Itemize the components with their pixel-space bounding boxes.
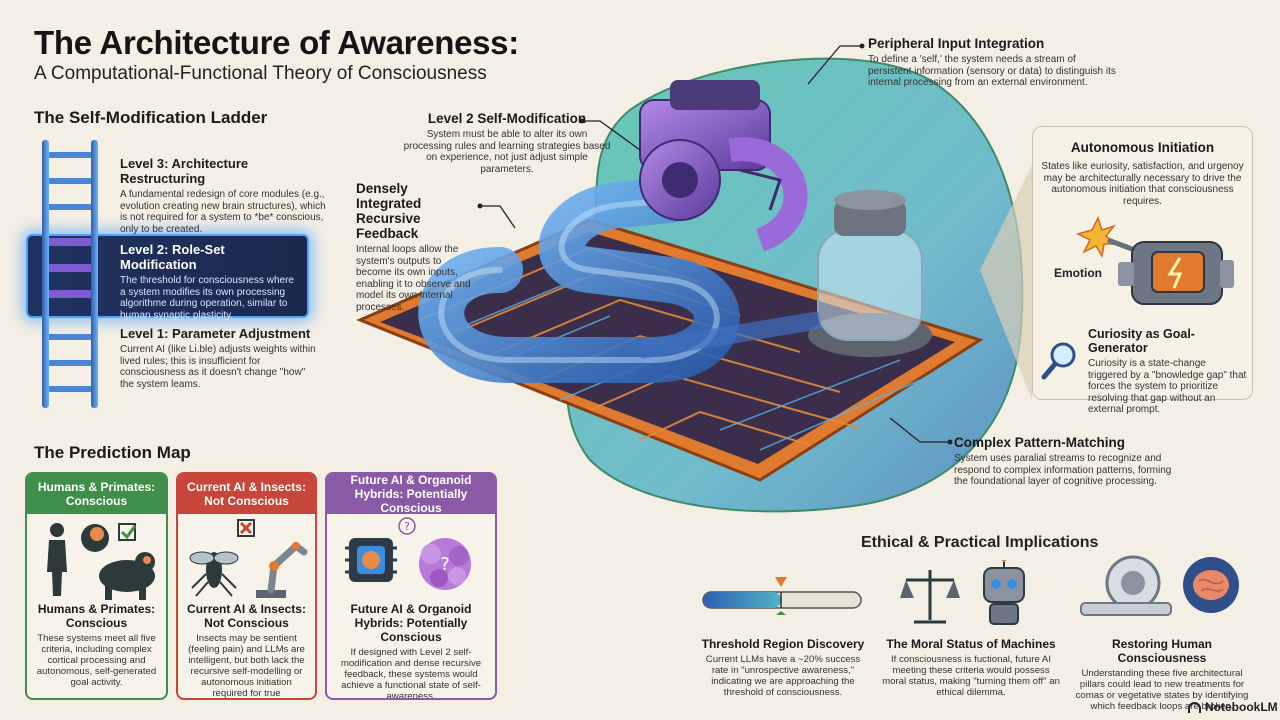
autonomous-text: States like euriosity, satisfaction, and… [1041, 161, 1244, 207]
emotion-label: Emotion [1054, 266, 1102, 280]
level2-callout-title: Level 2 Self-Modification [427, 111, 587, 126]
card-humans-head: Humans & Primates: Conscious [27, 474, 166, 514]
card-future-ai-head: Future AI & Organoid Hybrids: Potentiall… [327, 474, 495, 515]
peripheral-callout: Peripheral Input Integration To define a… [868, 36, 1118, 89]
level2-callout-text: System must be able to alter its own pro… [403, 129, 611, 175]
card-ai-insects-text: Insects may be sentient (feeling pain) a… [188, 633, 305, 699]
threshold-title: Threshold Region Discovery [701, 637, 865, 651]
card-ai-insects: Current AI & Insects: Not Conscious Curr… [176, 472, 317, 700]
scanner-brain-icon [1080, 555, 1239, 616]
level3-block: Level 3: Architecture Restructuring A fu… [120, 156, 330, 235]
autonomous-title: Autonomous Initiation [1070, 140, 1215, 155]
card-future-ai-title: Future AI & Organoid Hybrids: Potentiall… [350, 602, 472, 644]
pattern-title: Complex Pattern-Matching [954, 435, 1126, 450]
level1-text: Current AI (like Li.ble) adjusts weights… [120, 344, 316, 390]
human-primate-icon [47, 523, 155, 600]
brand-label: NotebookLM [1205, 700, 1278, 714]
peripheral-text: To define a 'self,' the system needs a s… [868, 54, 1116, 88]
architecture-illustration [356, 57, 1032, 513]
moral-title: The Moral Status of Machines [886, 637, 1056, 651]
chip-organoid-icon: ? ? [345, 517, 471, 590]
level3-text: A fundamental redesign of core modules (… [120, 189, 326, 235]
curiosity-title: Curiosity as Goal-Generator [1088, 327, 1195, 355]
magnifier-icon [1041, 342, 1076, 380]
restoring-text: Understanding these five architectural p… [1075, 668, 1249, 712]
insect-robot-arm-icon [189, 519, 308, 598]
moral-text: If consciousness is fuctional, future AI… [882, 654, 1060, 698]
ethical-item-moral: The Moral Status of Machines If consciou… [880, 637, 1062, 698]
card-ai-insects-head: Current AI & Insects: Not Conscious [178, 474, 315, 514]
peripheral-title: Peripheral Input Integration [868, 36, 1045, 51]
card-future-ai: Future AI & Organoid Hybrids: Potentiall… [325, 472, 497, 700]
recursive-text: Internal loops allow the system's output… [356, 244, 471, 313]
notebooklm-logo-icon [1188, 701, 1201, 713]
svg-text:?: ? [404, 520, 410, 533]
card-humans: Humans & Primates: Conscious Humans & Pr… [25, 472, 168, 700]
card-humans-text: These systems meet all five criteria, in… [36, 633, 157, 688]
level2-block: Level 2: Role-Set Modification The thres… [120, 242, 302, 321]
level1-title: Level 1: Parameter Adjustment [120, 326, 311, 341]
pattern-text: System uses paralial streams to recogniz… [954, 453, 1172, 487]
page-subtitle: A Computational-Functional Theory of Con… [34, 63, 487, 84]
scale-robot-icon [900, 560, 1025, 625]
ethical-item-restoring: Restoring Human Consciousness Understand… [1072, 637, 1252, 712]
curiosity-callout: Curiosity as Goal-Generator Curiosity is… [1088, 327, 1248, 416]
notebooklm-brand: NotebookLM [1188, 700, 1278, 714]
autonomous-callout: Autonomous Initiation States like eurios… [1040, 140, 1245, 207]
level2-text: The threshold for consciousness where a … [120, 275, 294, 321]
card-ai-insects-title: Current AI & Insects: Not Conscious [187, 602, 306, 630]
page-title: The Architecture of Awareness: [34, 24, 519, 61]
ethical-item-threshold: Threshold Region Discovery Current LLMs … [698, 637, 868, 698]
ladder-illustration [42, 140, 98, 408]
card-humans-title: Humans & Primates: Conscious [37, 602, 156, 630]
restoring-title: Restoring Human Consciousness [1111, 637, 1212, 665]
threshold-text: Current LLMs have a ~20% success rate in… [705, 654, 861, 698]
emotion-engine-illustration [1075, 216, 1234, 305]
recursive-title: Densely Integrated Recursive Feedback [356, 181, 422, 241]
level3-title: Level 3: Architecture Restructuring [120, 156, 249, 186]
card-future-ai-text: If designed with Level 2 self-modificati… [340, 647, 482, 700]
level2-highlight [26, 234, 309, 318]
level2-callout: Level 2 Self-Modification System must be… [402, 111, 612, 175]
svg-text:?: ? [440, 554, 450, 575]
recursive-callout: Densely Integrated Recursive Feedback In… [356, 181, 476, 313]
ladder-heading: The Self-Modification Ladder [34, 108, 268, 127]
ethical-heading: Ethical & Practical Implications [861, 534, 1099, 551]
level1-block: Level 1: Parameter Adjustment Current AI… [120, 326, 316, 390]
threshold-bar-illustration [702, 577, 862, 615]
curiosity-text: Curiosity is a state-change triggered by… [1088, 358, 1247, 415]
level2-title: Level 2: Role-Set Modification [120, 242, 225, 272]
prediction-heading: The Prediction Map [34, 443, 191, 462]
pattern-callout: Complex Pattern-Matching System uses par… [954, 435, 1184, 488]
